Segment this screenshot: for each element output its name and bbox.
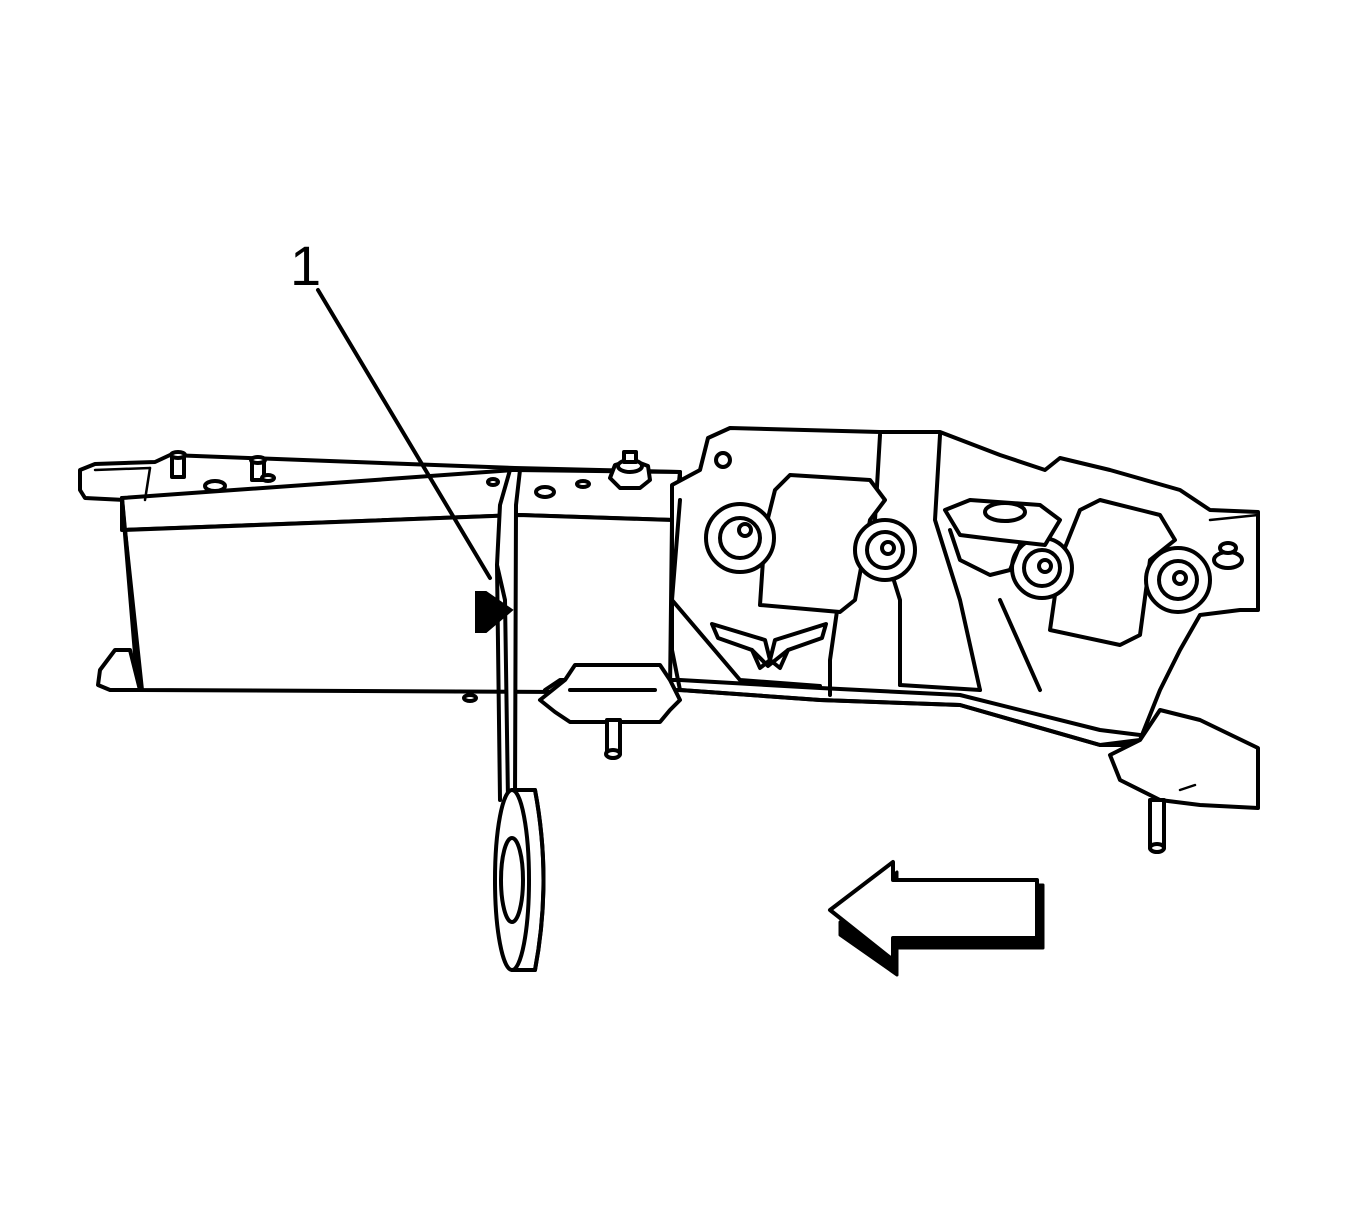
crossmember-assembly bbox=[462, 426, 1260, 854]
callout-1: 1 bbox=[290, 234, 492, 580]
frame-rail bbox=[78, 450, 682, 694]
corvette-emblem-icon bbox=[710, 622, 828, 670]
direction-arrow-icon bbox=[828, 860, 1045, 977]
callout-1-label: 1 bbox=[290, 234, 321, 297]
gauge-tool bbox=[475, 468, 546, 972]
